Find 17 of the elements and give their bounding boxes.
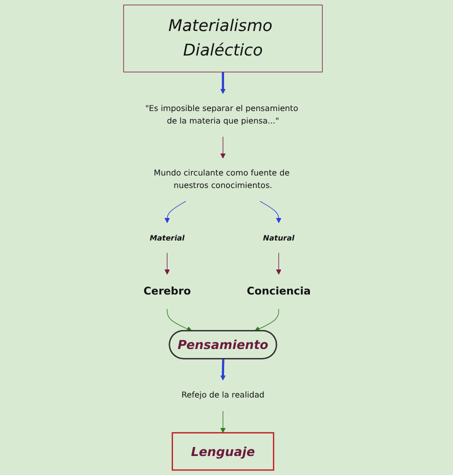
arrow — [254, 308, 280, 332]
arrow — [164, 200, 186, 224]
node-box: Materialismo Dialéctico — [123, 4, 323, 72]
arrow — [164, 252, 170, 275]
node-text: Refejo de la realidad — [182, 390, 264, 400]
arrow — [166, 308, 192, 332]
node-text: Cerebro — [144, 285, 191, 298]
arrow — [276, 252, 282, 275]
arrow — [220, 72, 226, 94]
arrow — [220, 358, 226, 381]
arrow — [260, 200, 282, 224]
node-text: Mundo circulante como fuente de nuestros conocimientos. — [154, 168, 290, 190]
arrow — [220, 136, 226, 159]
node-text: "Es imposible separar el pensamiento de la materia que piensa..." — [145, 104, 298, 126]
arrow — [220, 410, 226, 434]
node-box: Lenguaje — [172, 432, 274, 471]
node-text: Conciencia — [246, 285, 311, 298]
